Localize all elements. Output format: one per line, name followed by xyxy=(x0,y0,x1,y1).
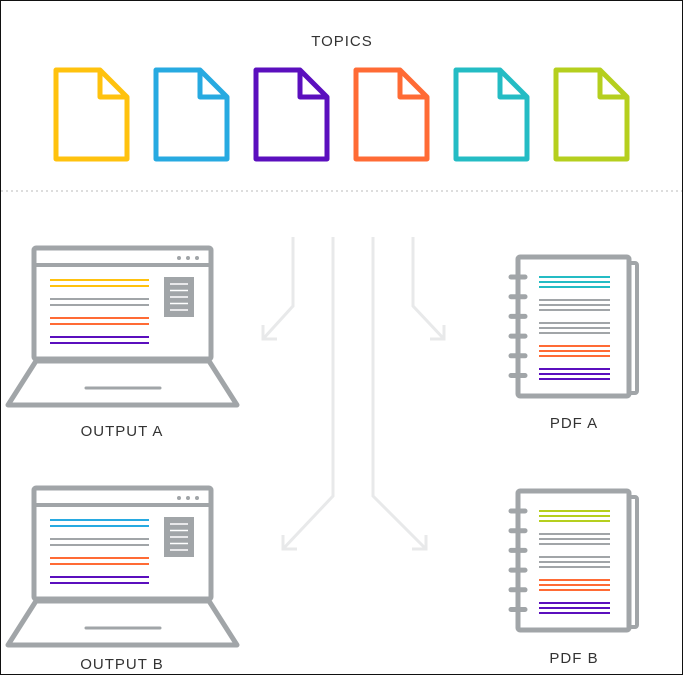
browser-dot-icon xyxy=(186,496,190,500)
flow-arrow xyxy=(261,237,295,341)
arrow-head-icon xyxy=(412,535,428,551)
pdfs: PDF A PDF B xyxy=(508,254,639,667)
notebook-icon xyxy=(508,488,639,633)
output-a: OUTPUT A xyxy=(5,245,240,440)
flow-arrow xyxy=(411,237,446,341)
output-b-label: OUTPUT B xyxy=(80,656,164,673)
flow-arrows xyxy=(261,237,446,551)
browser-dot-icon xyxy=(195,496,199,500)
outputs: OUTPUT A OUTPUT B xyxy=(5,245,240,673)
page xyxy=(515,488,632,633)
pdf-a-label: PDF A xyxy=(550,415,598,432)
notebook-icon xyxy=(508,254,639,399)
browser-dot-icon xyxy=(195,256,199,260)
laptop-base xyxy=(5,598,240,648)
document-icon xyxy=(153,67,230,162)
pdf-b: PDF B xyxy=(508,488,639,667)
pdf-a: PDF A xyxy=(508,254,639,432)
pdf-b-label: PDF B xyxy=(549,650,598,667)
arrow-head-icon xyxy=(261,325,277,341)
browser-dot-icon xyxy=(177,256,181,260)
flow-arrow xyxy=(371,237,428,551)
arrow-head-icon xyxy=(281,535,297,551)
flow-arrow xyxy=(281,237,335,551)
document-icon xyxy=(553,67,630,162)
document-icon xyxy=(53,67,130,162)
output-a-label: OUTPUT A xyxy=(81,423,164,440)
laptop-icon xyxy=(5,485,240,648)
laptop-base xyxy=(5,358,240,408)
topics-row xyxy=(53,67,630,162)
document-icon xyxy=(453,67,530,162)
topics-title: TOPICS xyxy=(311,33,373,50)
browser-dot-icon xyxy=(177,496,181,500)
document-icon xyxy=(353,67,430,162)
browser-dot-icon xyxy=(186,256,190,260)
document-icon xyxy=(253,67,330,162)
output-b: OUTPUT B xyxy=(5,485,240,673)
laptop-icon xyxy=(5,245,240,408)
page xyxy=(515,254,632,399)
arrow-head-icon xyxy=(430,325,446,341)
